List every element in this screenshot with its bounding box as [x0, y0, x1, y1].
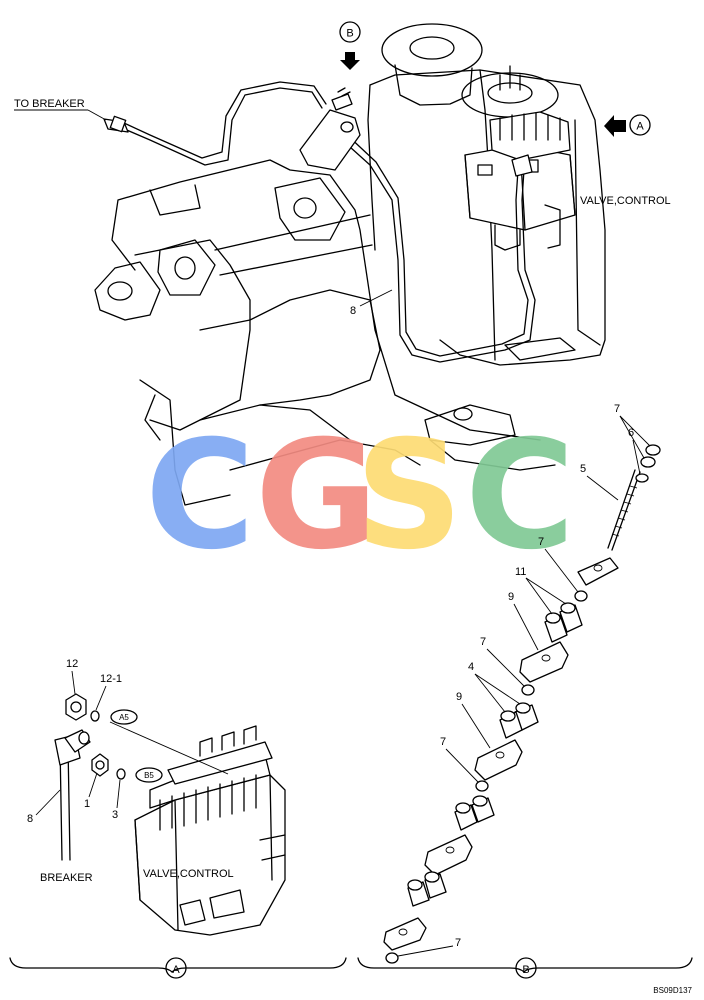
detail-hose-8 — [54, 729, 91, 861]
fitting-block-b — [299, 87, 361, 171]
view-b-letter: B — [346, 28, 353, 40]
callout-3: 3 — [112, 809, 118, 821]
callout-9-a: 9 — [508, 591, 514, 603]
callout-1: 1 — [84, 798, 90, 810]
port-a5-text: A5 — [119, 713, 129, 722]
valve-housing-tower — [367, 23, 606, 366]
section-b-letter: B — [522, 964, 529, 976]
port-tag-b5: B5 — [135, 767, 163, 783]
callout-9-b: 9 — [456, 691, 462, 703]
view-a-letter: A — [636, 121, 644, 133]
port-b5-text: B5 — [144, 771, 154, 780]
drawing-code: BS09D137 — [653, 986, 692, 995]
section-a-letter: A — [172, 964, 180, 976]
callout-8-main: 8 — [350, 305, 356, 317]
pipe-8-main — [339, 132, 536, 363]
valve-control-main-label: VALVE,CONTROL — [580, 195, 671, 207]
to-breaker-label: TO BREAKER — [14, 98, 85, 110]
detail-fittings — [65, 693, 126, 780]
breaker-label: BREAKER — [40, 872, 93, 884]
watermark-letter-c2: C — [465, 409, 575, 583]
callout-7-top: 7 — [614, 403, 620, 415]
watermark-letter-s: S — [355, 409, 463, 583]
view-a-marker: A — [604, 114, 651, 137]
callout-6: 6 — [628, 427, 634, 439]
callout-8-detail: 8 — [27, 813, 33, 825]
callout-7-c: 7 — [480, 636, 486, 648]
port-tag-a5: A5 — [109, 709, 229, 775]
valve-control-detail-label: VALVE,CONTROL — [143, 868, 234, 880]
detail-valve-control — [134, 725, 286, 936]
callout-12: 12 — [66, 658, 78, 670]
callout-4: 4 — [468, 661, 474, 673]
watermark-letter-c1: C — [145, 409, 255, 583]
callout-12-1: 12-1 — [100, 673, 122, 685]
arrow-left-icon — [604, 115, 626, 137]
callout-11: 11 — [515, 566, 526, 578]
callout-7-bottom: 7 — [455, 937, 461, 949]
section-a-brace: A — [9, 957, 347, 979]
callout-7-d: 7 — [440, 736, 446, 748]
view-b-marker: B — [339, 21, 361, 70]
hose-to-breaker — [103, 81, 327, 166]
cgsc-watermark: C G S C — [145, 409, 575, 583]
callout-5: 5 — [580, 463, 586, 475]
machine-frame — [94, 159, 556, 506]
section-b-brace: B — [357, 957, 693, 979]
callout-7-b: 7 — [538, 536, 544, 548]
exploded-clamp-stack — [383, 444, 661, 964]
watermark-letter-g: G — [255, 409, 378, 583]
arrow-down-icon — [340, 52, 360, 70]
control-valve-main — [464, 111, 576, 251]
